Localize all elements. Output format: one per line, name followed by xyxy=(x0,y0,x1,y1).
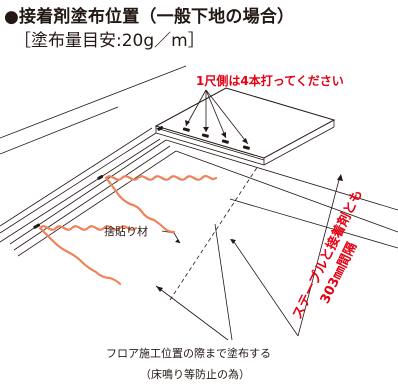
nail-arrow-line xyxy=(205,89,227,139)
staple-mark xyxy=(182,127,190,132)
bottom-note-line2: （床鳴り等防止の為） xyxy=(140,367,250,381)
joist-line xyxy=(0,127,153,227)
arrowhead xyxy=(230,239,236,244)
flooring-board-side xyxy=(155,132,265,166)
floor-edge-line xyxy=(229,198,398,249)
arrowhead xyxy=(203,127,209,132)
staple-mark xyxy=(221,139,229,144)
floor-edge-line xyxy=(175,150,398,233)
arrowhead xyxy=(185,120,190,126)
arrowhead xyxy=(221,132,226,138)
adhesive-bead xyxy=(38,225,138,286)
page-subtitle: ［塗布量目安:20g／m］ xyxy=(14,31,205,51)
joist-line xyxy=(0,138,161,243)
arrowhead xyxy=(242,138,248,144)
floor-edge-line xyxy=(0,106,119,155)
floor-edge-line xyxy=(0,65,187,139)
adhesive-bead xyxy=(104,174,218,234)
floor-edge-line xyxy=(165,139,398,211)
joist-line xyxy=(13,145,171,251)
leader-line xyxy=(155,285,229,341)
bottom-note-line1: フロア施工位置の際まで塗布する xyxy=(106,346,271,360)
flooring-board-side xyxy=(263,126,335,166)
staple-mark xyxy=(33,223,41,229)
staple-mark xyxy=(97,175,104,180)
joist-center-dashed-line xyxy=(169,165,259,301)
joist-line xyxy=(17,150,177,257)
staple-mark xyxy=(242,145,250,150)
joist-line xyxy=(0,132,157,234)
spacing-dimension-line xyxy=(231,238,299,337)
nail-arrow-line xyxy=(205,89,249,145)
staple-mark xyxy=(157,125,164,131)
flooring-board-lip xyxy=(155,127,265,161)
nail-note: 1尺側は4本打ってください xyxy=(196,73,344,88)
leader-line xyxy=(214,223,233,341)
nail-arrow-line xyxy=(185,89,207,127)
arrowhead xyxy=(337,174,343,181)
arrowhead xyxy=(156,286,163,292)
staple-mark xyxy=(201,133,209,138)
arrowhead xyxy=(175,239,180,243)
page-title: ●接着剤塗布位置（一般下地の場合） xyxy=(4,7,295,27)
spacing-dimension-line xyxy=(297,175,341,337)
underlay-label: 捨貼り材 xyxy=(104,224,148,238)
